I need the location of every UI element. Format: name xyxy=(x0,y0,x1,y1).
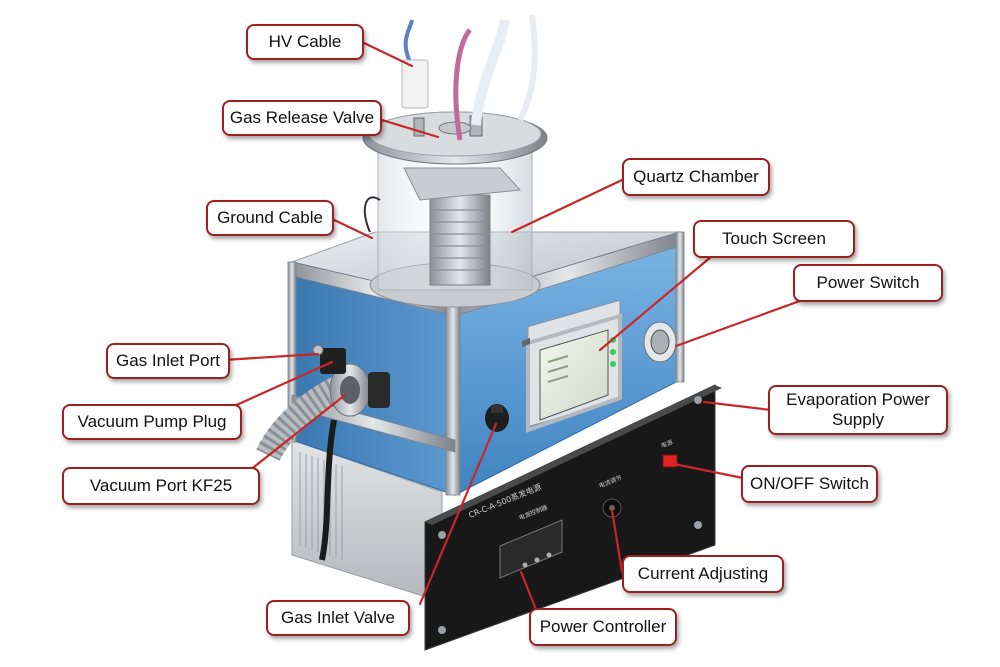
power-controller-display xyxy=(499,337,563,579)
leader-gas-release-valve xyxy=(380,118,440,139)
hv-cable xyxy=(401,14,538,141)
leader-vacuum-port-kf25 xyxy=(238,393,347,480)
label-text: Power Switch xyxy=(816,273,920,292)
label-text: HV Cable xyxy=(268,32,342,51)
label-gas-inlet-valve: Gas Inlet Valve xyxy=(266,600,410,636)
leader-ground-cable xyxy=(328,216,374,240)
label-on-off-switch: ON/OFF Switch xyxy=(741,465,878,503)
evaporation-power-supply: CR-C-A-500蒸发电源 电源控制器 电流调节 电源 xyxy=(424,337,722,651)
label-vacuum-pump-plug: Vacuum Pump Plug xyxy=(62,404,242,440)
ground-cable xyxy=(363,196,381,233)
power-switch xyxy=(643,321,677,363)
leader-hv-cable xyxy=(362,41,414,68)
leader-power-controller xyxy=(519,570,539,614)
leader-vacuum-pump-plug xyxy=(230,360,334,409)
label-text-line1: Evaporation Power xyxy=(786,390,930,409)
vacuum-pump-plug xyxy=(320,348,346,374)
leader-current-adjusting xyxy=(610,508,624,574)
leader-lines xyxy=(222,41,810,614)
leader-evaporation-power-supply xyxy=(702,400,773,412)
label-text: Vacuum Pump Plug xyxy=(77,412,227,431)
touch-screen xyxy=(526,299,622,433)
gas-inlet-valve xyxy=(485,404,509,432)
label-text: Power Controller xyxy=(539,617,667,636)
label-power-controller: Power Controller xyxy=(529,608,677,646)
label-text: Gas Inlet Port xyxy=(116,351,220,370)
leader-gas-inlet-valve xyxy=(418,422,498,606)
leader-quartz-chamber xyxy=(510,178,624,234)
label-text: Gas Inlet Valve xyxy=(280,608,396,627)
label-power-switch: Power Switch xyxy=(793,264,943,302)
vacuum-bellows xyxy=(256,363,390,561)
leader-on-off-switch xyxy=(672,462,745,480)
label-text-line2: Supply xyxy=(832,410,884,429)
label-evaporation-power-supply: Evaporation Power Supply xyxy=(768,385,948,435)
current-adjusting-knob xyxy=(602,498,622,518)
label-hv-cable: HV Cable xyxy=(246,24,364,60)
label-current-adjusting: Current Adjusting xyxy=(622,555,784,593)
label-text: Gas Release Valve xyxy=(229,108,375,127)
label-text: ON/OFF Switch xyxy=(749,474,869,493)
label-text: Touch Screen xyxy=(722,229,826,248)
label-text: Quartz Chamber xyxy=(633,167,759,186)
label-ground-cable: Ground Cable xyxy=(206,200,334,236)
switch-label-text: 电源 xyxy=(660,438,674,450)
leader-gas-inlet-port xyxy=(222,352,320,362)
label-touch-screen: Touch Screen xyxy=(693,220,855,258)
label-quartz-chamber: Quartz Chamber xyxy=(622,158,770,196)
leader-touch-screen xyxy=(598,254,714,352)
label-vacuum-port-kf25: Vacuum Port KF25 xyxy=(62,467,260,505)
label-gas-release-valve: Gas Release Valve xyxy=(222,100,382,136)
chamber-assembly xyxy=(362,111,548,308)
label-text: Ground Cable xyxy=(217,208,323,227)
leader-power-switch xyxy=(674,296,810,348)
label-text: Current Adjusting xyxy=(637,564,769,583)
label-gas-inlet-port: Gas Inlet Port xyxy=(106,343,230,379)
label-text: Vacuum Port KF25 xyxy=(89,476,233,495)
